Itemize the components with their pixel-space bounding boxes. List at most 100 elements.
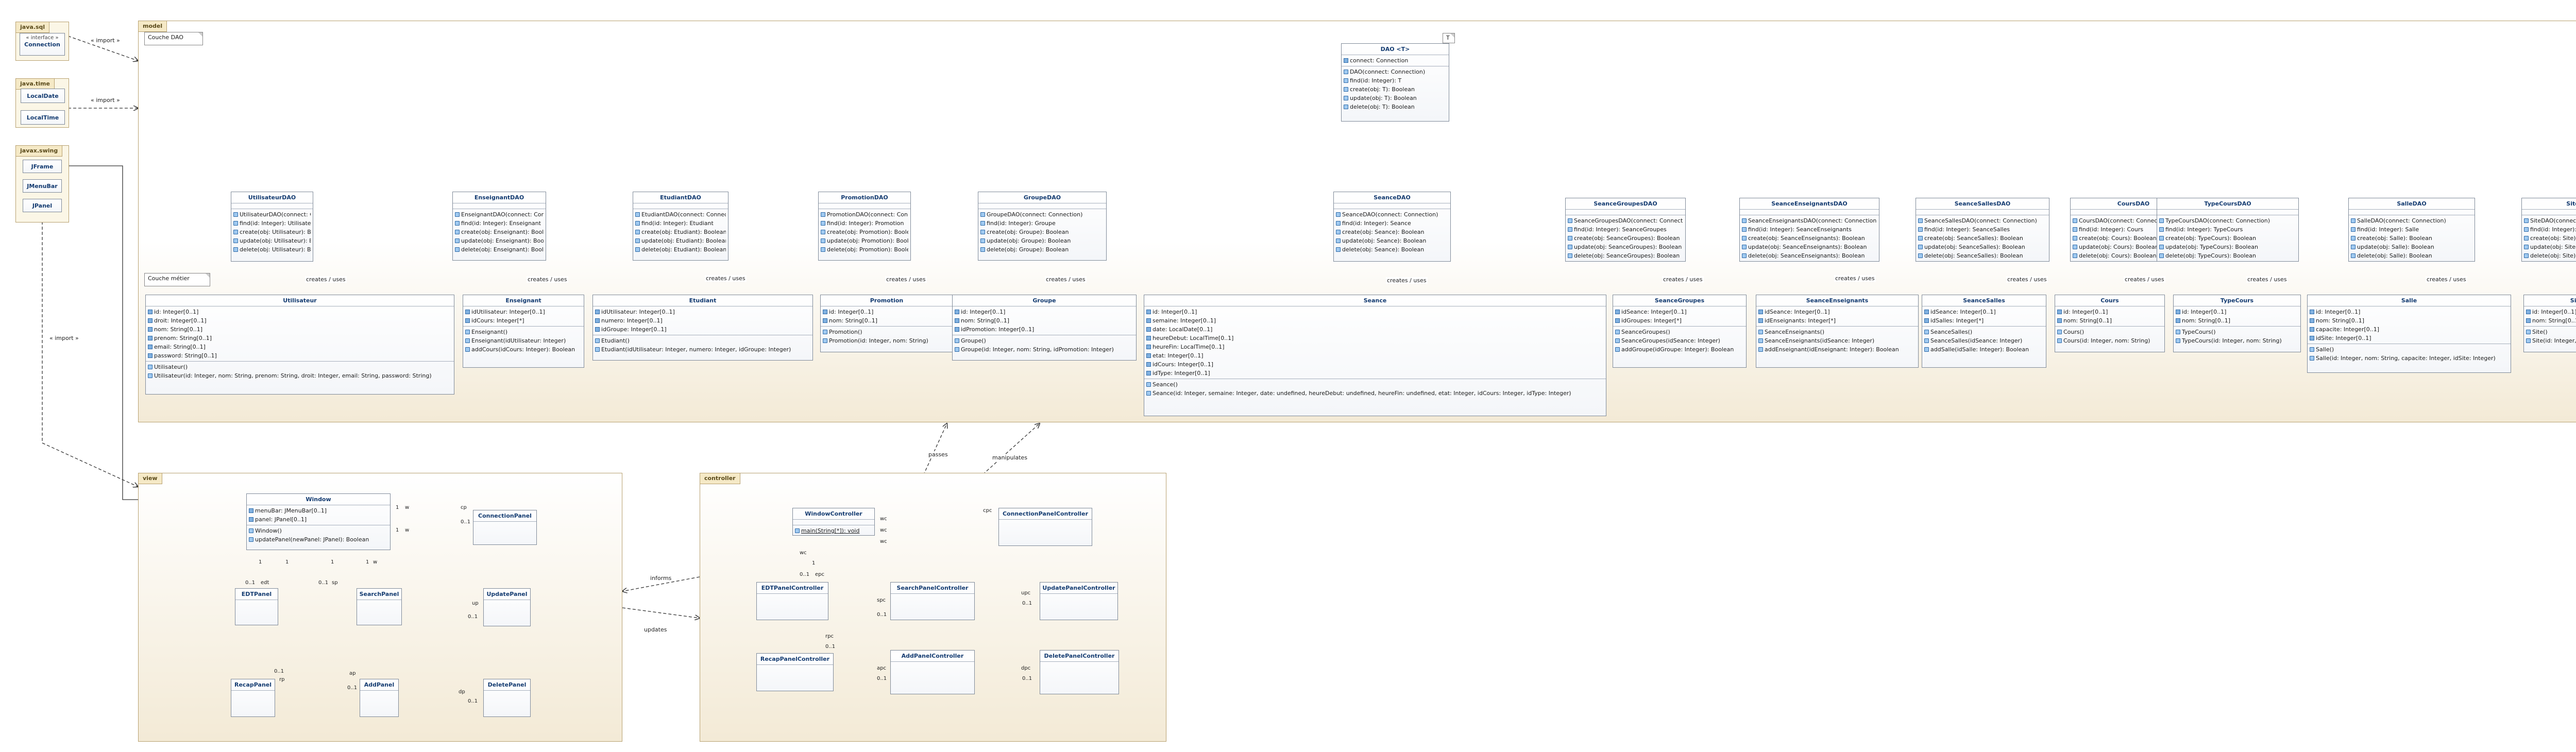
- class-update-panel-controller[interactable]: UpdatePanelController: [1040, 582, 1118, 620]
- attribute-text: nom: String[0..1]: [829, 317, 878, 324]
- operation-text: find(id: Integer): Enseignant: [461, 220, 541, 227]
- class-window[interactable]: Window menuBar: JMenuBar[0..1] panel: JP…: [246, 493, 391, 550]
- class-recap-panel-controller[interactable]: RecapPanelController: [756, 653, 834, 691]
- association-end-label: 1: [285, 559, 289, 565]
- class-name: AddPanel: [360, 679, 398, 691]
- attribute: menuBar: JMenuBar[0..1]: [249, 506, 388, 515]
- operation-text: SeanceGroupesDAO(connect: Connection): [1574, 217, 1683, 224]
- creates-uses-label: creates / uses: [885, 276, 927, 283]
- operation: create(obj: Enseignant): Boolean: [455, 228, 544, 236]
- operation: Etudiant(): [595, 336, 810, 345]
- class-window-controller[interactable]: WindowController main(String[*]): void: [792, 508, 875, 536]
- attribute: nom: String[0..1]: [2310, 316, 2509, 325]
- attribute-icon: [1615, 318, 1620, 323]
- class-name: TypeCoursDAO: [2157, 198, 2298, 210]
- operations: Salle()Salle(id: Integer, nom: String, c…: [2308, 344, 2511, 364]
- attribute-text: nom: String[0..1]: [2316, 317, 2365, 324]
- operation-text: delete(obj: Promotion): Boolean: [827, 246, 908, 253]
- class-localtime[interactable]: LocalTime: [21, 110, 65, 125]
- operation-text: TypeCours(id: Integer, nom: String): [2182, 337, 2282, 344]
- operation-text: Groupe(): [961, 337, 986, 344]
- class-search-panel-controller[interactable]: SearchPanelController: [890, 582, 975, 620]
- method-icon: [1918, 218, 1923, 223]
- class-site[interactable]: Siteid: Integer[0..1]nom: String[0..1]Si…: [2523, 295, 2576, 352]
- class-name: SearchPanelController: [891, 583, 974, 594]
- operation-text: update(obj: TypeCours): Boolean: [2165, 244, 2258, 250]
- attribute: capacite: Integer[0..1]: [2310, 325, 2509, 334]
- attribute: idSeance: Integer[0..1]: [1758, 307, 1916, 316]
- association-end-label: 1: [331, 559, 334, 565]
- class-name: ConnectionPanel: [473, 510, 536, 522]
- class-name: Utilisateur: [146, 295, 454, 306]
- operation: update(obj: TypeCours): Boolean: [2159, 243, 2296, 251]
- class-edtpanel[interactable]: EDTPanel: [235, 588, 278, 625]
- operation-text: create(obj: Site): Boolean: [2530, 235, 2576, 242]
- class-dao-generic[interactable]: DAO <T> connect: Connection DAO(connect:…: [1341, 43, 1449, 122]
- class-delete-panel-controller[interactable]: DeletePanelController: [1040, 650, 1119, 694]
- method-icon: [1918, 245, 1923, 249]
- attribute: prenom: String[0..1]: [148, 334, 452, 343]
- attribute-text: nom: String[0..1]: [2182, 317, 2231, 324]
- operation-text: GroupeDAO(connect: Connection): [987, 211, 1083, 218]
- operation-text: create(obj: SeanceEnseignants): Boolean: [1748, 235, 1865, 242]
- class-jframe[interactable]: JFrame: [23, 160, 62, 173]
- class-delete-panel[interactable]: DeletePanel: [483, 679, 531, 717]
- operations: Seance()Seance(id: Integer, semaine: Int…: [1144, 379, 1606, 399]
- attributes: id: Integer[0..1]nom: String[0..1]idProm…: [953, 306, 1136, 335]
- class-update-panel[interactable]: UpdatePanel: [483, 588, 531, 626]
- method-icon: [635, 230, 640, 234]
- class-connection-panel[interactable]: ConnectionPanel: [473, 510, 537, 545]
- class-jpanel[interactable]: JPanel: [23, 199, 62, 212]
- operation-text: find(id: Integer): Etudiant: [641, 220, 714, 227]
- method-icon: [980, 212, 985, 217]
- operation: SiteDAO(connect: Connection): [2524, 216, 2576, 225]
- attribute-icon: [1146, 310, 1151, 314]
- operation: updatePanel(newPanel: JPanel): Boolean: [249, 535, 388, 544]
- class-name: Etudiant: [593, 295, 812, 306]
- class-connection[interactable]: « interface » Connection: [20, 33, 65, 56]
- attribute-text: semaine: Integer[0..1]: [1153, 317, 1216, 324]
- association-end-label: ap: [349, 671, 356, 676]
- class-site-dao[interactable]: SiteDAOSiteDAO(connect: Connection)find(…: [2521, 198, 2576, 262]
- attribute-text: idGroupe: Integer[0..1]: [601, 326, 667, 333]
- class-localdate[interactable]: LocalDate: [21, 89, 65, 103]
- class-jmenubar[interactable]: JMenuBar: [23, 179, 62, 193]
- operations: DAO(connect: Connection) find(id: Intege…: [1342, 66, 1449, 112]
- attribute-icon: [955, 310, 959, 314]
- class-edtpanel-controller[interactable]: EDTPanelController: [756, 582, 828, 620]
- association-end-label: apc: [877, 665, 886, 671]
- class-add-panel[interactable]: AddPanel: [360, 679, 399, 717]
- class-search-panel[interactable]: SearchPanel: [357, 588, 402, 625]
- method-icon: [1742, 236, 1747, 241]
- attribute-text: id: Integer[0..1]: [2316, 309, 2361, 315]
- class-add-panel-controller[interactable]: AddPanelController: [890, 650, 975, 694]
- class-connection-panel-controller[interactable]: ConnectionPanelController: [998, 508, 1092, 546]
- operation-text: Utilisateur(id: Integer, nom: String, pr…: [154, 372, 432, 379]
- operation: update(obj: SeanceSalles): Boolean: [1918, 243, 2047, 251]
- class-recap-panel[interactable]: RecapPanel: [231, 679, 275, 717]
